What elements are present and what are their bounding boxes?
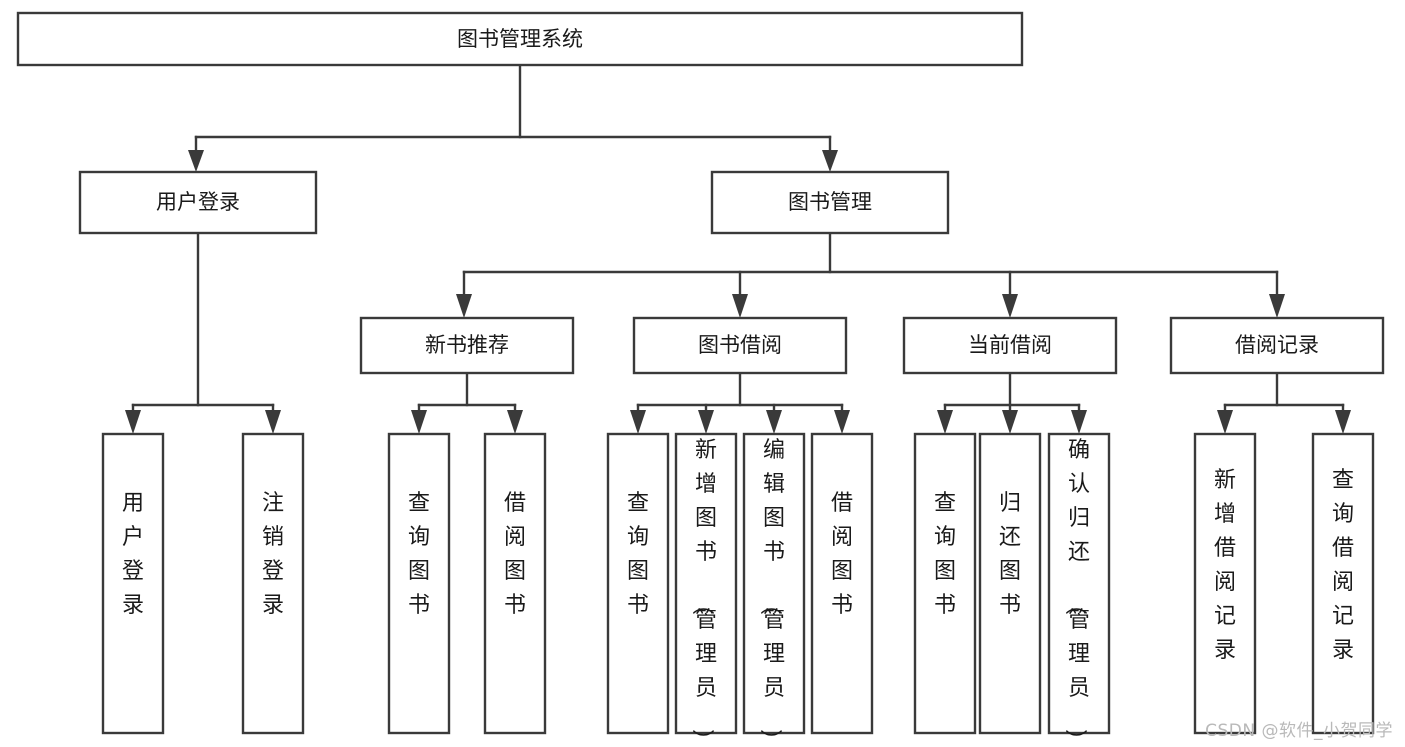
node-leaf-return-book-box[interactable] [978, 432, 1042, 735]
node-leaf-logout-login-label: 注销登录 [262, 491, 284, 618]
node-leaf-query-book-2[interactable]: 查询图书 [606, 432, 670, 735]
arrow-head-leaf-query-book-1 [411, 410, 427, 434]
node-book-borrow-box[interactable] [632, 316, 848, 375]
node-leaf-query-book-2-label: 查询图书 [627, 491, 649, 618]
arrow-head-leaf-query-borrow-record [1335, 410, 1351, 434]
node-leaf-user-login[interactable]: 用户登录 [101, 432, 165, 735]
node-leaf-add-borrow-record-box[interactable] [1193, 432, 1257, 735]
node-new-book-recommend-label: 新书推荐 [425, 333, 509, 357]
node-user-login-box[interactable] [78, 170, 318, 235]
node-current-borrow[interactable]: 当前借阅 [902, 316, 1118, 375]
connector-group-book-manage [456, 231, 1285, 318]
node-leaf-user-login-box[interactable] [101, 432, 165, 735]
node-leaf-query-borrow-record[interactable]: 查询借阅记录 [1311, 432, 1375, 735]
node-leaf-query-book-1-box[interactable] [387, 432, 451, 735]
node-leaf-query-borrow-record-box[interactable] [1311, 432, 1375, 735]
arrow-head-borrow-record [1269, 294, 1285, 318]
node-root-box[interactable] [16, 11, 1024, 67]
node-leaf-query-book-3-label: 查询图书 [934, 491, 956, 618]
node-leaf-borrow-book-2-label: 借阅图书 [831, 491, 853, 618]
node-leaf-return-book[interactable]: 归还图书 [978, 432, 1042, 735]
node-leaf-query-borrow-record-label: 查询借阅记录 [1332, 468, 1354, 663]
connector-group-user-login [125, 231, 281, 434]
node-borrow-record-box[interactable] [1169, 316, 1385, 375]
node-root-label: 图书管理系统 [457, 27, 583, 51]
node-leaf-edit-book-admin-label: 编辑图书（管理员） [757, 438, 785, 747]
node-current-borrow-label: 当前借阅 [968, 333, 1052, 357]
node-leaf-borrow-book-1-box[interactable] [483, 432, 547, 735]
node-leaf-add-borrow-record[interactable]: 新增借阅记录 [1193, 432, 1257, 735]
node-new-book-recommend-box[interactable] [359, 316, 575, 375]
node-leaf-borrow-book-2-box[interactable] [810, 432, 874, 735]
node-leaf-confirm-return-admin-box[interactable] [1047, 432, 1111, 735]
arrow-head-book-manage [822, 150, 838, 172]
arrow-head-leaf-logout-login [265, 410, 281, 434]
node-user-login[interactable]: 用户登录 [78, 170, 318, 235]
node-leaf-confirm-return-admin-label: 确认归还（管理员） [1062, 438, 1090, 747]
node-current-borrow-box[interactable] [902, 316, 1118, 375]
node-leaf-logout-login-box[interactable] [241, 432, 305, 735]
node-leaf-edit-book-admin-box[interactable] [742, 432, 806, 735]
node-leaf-return-book-label: 归还图书 [999, 491, 1021, 618]
connector-group-new-book-recommend [411, 371, 523, 434]
node-leaf-add-book-admin[interactable]: 新增图书（管理员） [674, 432, 738, 747]
node-leaf-add-borrow-record-label: 新增借阅记录 [1214, 468, 1236, 663]
arrow-head-leaf-query-book-3 [937, 410, 953, 434]
connector-group-book-borrow [630, 371, 850, 434]
node-leaf-add-book-admin-box[interactable] [674, 432, 738, 735]
node-book-manage-label: 图书管理 [788, 190, 872, 214]
node-leaf-borrow-book-1[interactable]: 借阅图书 [483, 432, 547, 735]
arrow-head-leaf-add-borrow-record [1217, 410, 1233, 434]
arrow-head-leaf-edit-book-admin [766, 410, 782, 434]
connector-group-borrow-record [1217, 371, 1351, 434]
arrow-head-leaf-user-login [125, 410, 141, 434]
node-root[interactable]: 图书管理系统 [16, 11, 1024, 67]
node-leaf-query-book-3[interactable]: 查询图书 [913, 432, 977, 735]
node-leaf-query-book-1-label: 查询图书 [408, 491, 430, 618]
node-book-borrow-label: 图书借阅 [698, 333, 782, 357]
node-borrow-record-label: 借阅记录 [1235, 333, 1319, 357]
node-book-manage-box[interactable] [710, 170, 950, 235]
node-leaf-query-book-1[interactable]: 查询图书 [387, 432, 451, 735]
connector-group-root [188, 63, 838, 172]
node-leaf-query-book-3-box[interactable] [913, 432, 977, 735]
node-leaf-add-book-admin-label: 新增图书（管理员） [689, 438, 717, 747]
arrow-head-leaf-query-book-2 [630, 410, 646, 434]
arrow-head-new-book-recommend [456, 294, 472, 318]
arrow-head-current-borrow [1002, 294, 1018, 318]
node-leaf-borrow-book-2[interactable]: 借阅图书 [810, 432, 874, 735]
node-book-manage[interactable]: 图书管理 [710, 170, 950, 235]
arrow-head-leaf-borrow-book-2 [834, 410, 850, 434]
node-book-borrow[interactable]: 图书借阅 [632, 316, 848, 375]
node-leaf-query-book-2-box[interactable] [606, 432, 670, 735]
arrow-head-leaf-return-book [1002, 410, 1018, 434]
node-leaf-edit-book-admin[interactable]: 编辑图书（管理员） [742, 432, 806, 747]
node-leaf-user-login-label: 用户登录 [122, 491, 144, 618]
node-leaf-logout-login[interactable]: 注销登录 [241, 432, 305, 735]
arrow-head-leaf-add-book-admin [698, 410, 714, 434]
node-new-book-recommend[interactable]: 新书推荐 [359, 316, 575, 375]
node-user-login-label: 用户登录 [156, 190, 240, 214]
node-leaf-confirm-return-admin[interactable]: 确认归还（管理员） [1047, 432, 1111, 747]
connector-group-current-borrow [937, 371, 1087, 434]
node-leaf-borrow-book-1-label: 借阅图书 [504, 491, 526, 618]
arrow-head-user-login [188, 150, 204, 172]
arrow-head-book-borrow [732, 294, 748, 318]
node-borrow-record[interactable]: 借阅记录 [1169, 316, 1385, 375]
arrow-head-leaf-confirm-return-admin [1071, 410, 1087, 434]
csdn-watermark: CSDN @软件_小贺同学 [1205, 721, 1393, 741]
arrow-head-leaf-borrow-book-1 [507, 410, 523, 434]
